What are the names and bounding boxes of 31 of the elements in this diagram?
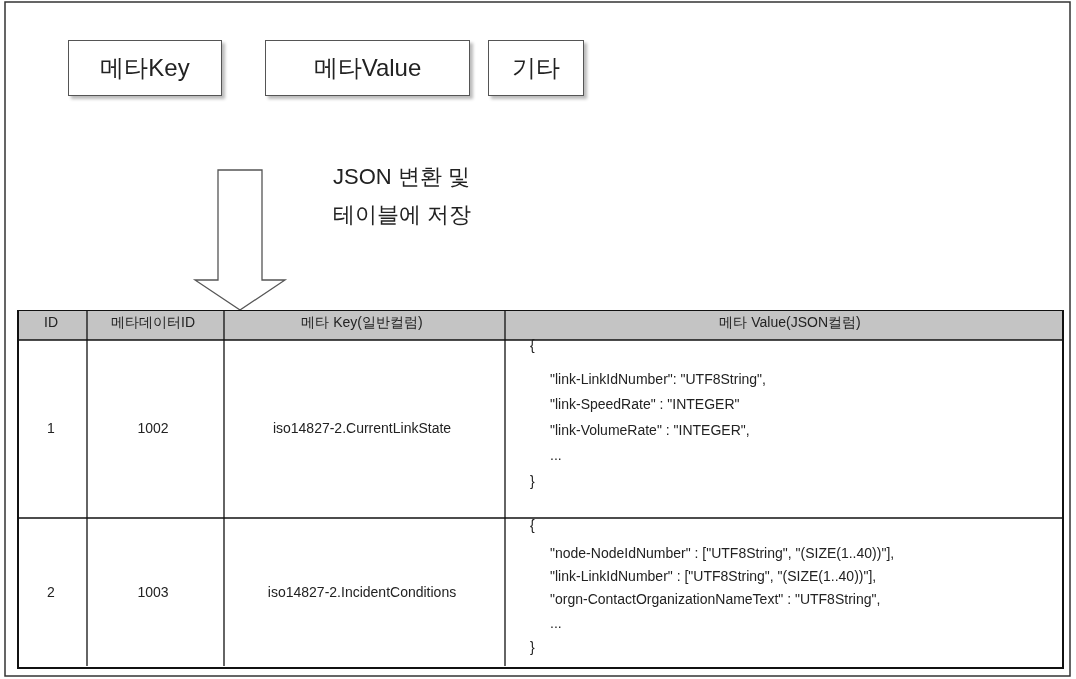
column-header: 메타데이터ID bbox=[111, 313, 195, 332]
cell-text: ... bbox=[550, 614, 562, 631]
input-box bbox=[265, 40, 470, 96]
input-box bbox=[488, 40, 584, 96]
cell-text: 1003 bbox=[137, 583, 169, 600]
cell-text: "node-NodeIdNumber" : ["UTF8String", "(SIZE(1..40))"], bbox=[550, 544, 895, 561]
cell-text: ... bbox=[550, 446, 562, 463]
edge-label: JSON 변환 및 테이블에 저장 bbox=[333, 163, 473, 229]
cell-text: "link-VolumeRate" : "INTEGER", bbox=[550, 421, 750, 438]
column-header: 메타 Value(JSON컬럼) bbox=[719, 313, 861, 332]
cell-text: } bbox=[530, 472, 535, 489]
box-label: 메타Value bbox=[313, 53, 422, 83]
data-table bbox=[17, 310, 1064, 669]
box-label: 메타Key bbox=[100, 53, 190, 83]
column-header: ID bbox=[44, 313, 58, 330]
cell-text: { bbox=[530, 516, 535, 533]
block-arrow bbox=[192, 169, 288, 311]
box-label: 기타 bbox=[512, 53, 560, 83]
cell-text: 1 bbox=[47, 419, 55, 436]
cell-text: } bbox=[530, 638, 535, 655]
column-header: 메타 Key(일반컬럼) bbox=[301, 313, 423, 332]
cell-text: 1002 bbox=[137, 419, 169, 436]
cell-text: { bbox=[530, 336, 535, 353]
cell-text: "orgn-ContactOrganizationNameText" : "UTF8String", bbox=[550, 590, 881, 607]
cell-text: iso14827-2.CurrentLinkState bbox=[272, 419, 452, 436]
cell-text: "link-LinkIdNumber" : ["UTF8String", "(SIZE(1..40))"], bbox=[550, 567, 877, 584]
input-box bbox=[68, 40, 222, 96]
cell-text: "link-LinkIdNumber": "UTF8String", bbox=[550, 370, 766, 387]
cell-text: 2 bbox=[47, 583, 55, 600]
cell-text: "link-SpeedRate" : "INTEGER" bbox=[550, 395, 740, 412]
cell-text: iso14827-2.IncidentConditions bbox=[267, 583, 457, 600]
